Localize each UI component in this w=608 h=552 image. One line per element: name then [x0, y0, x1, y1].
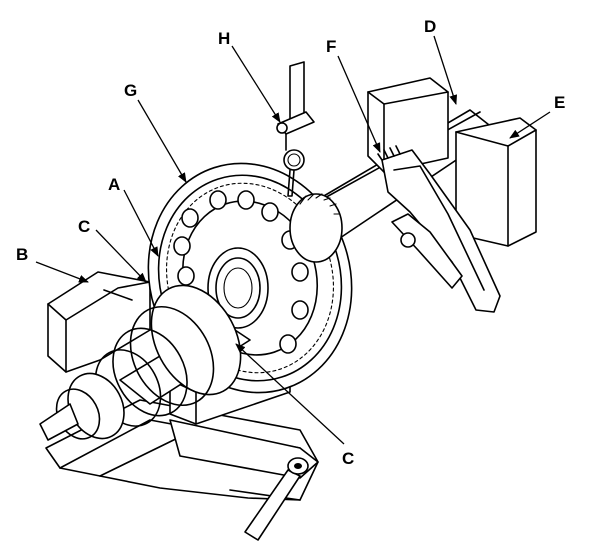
leader-C-left	[95, 229, 147, 283]
leader-H	[231, 45, 281, 123]
callout-labels: A B C C D E F G H	[16, 17, 565, 468]
dial-indicator-H	[276, 61, 315, 197]
callout-F: F	[326, 37, 336, 56]
wrench-F	[377, 145, 501, 313]
leader-F	[337, 55, 381, 153]
callout-E: E	[554, 93, 565, 112]
callout-G: G	[124, 81, 137, 100]
leader-E	[509, 111, 551, 139]
differential-case	[289, 193, 343, 263]
left-axle-shaft	[39, 284, 251, 441]
leader-C-bottom	[235, 343, 345, 445]
callout-C-left: C	[78, 217, 90, 236]
callout-A: A	[108, 175, 120, 194]
ring-gear-bolts	[173, 190, 309, 354]
vise-jaw-B	[47, 271, 151, 373]
callout-B: B	[16, 245, 28, 264]
leader-B	[35, 261, 89, 283]
callout-C-bottom: C	[342, 449, 354, 468]
callout-D: D	[424, 17, 436, 36]
leader-G	[137, 99, 187, 183]
callout-leaders	[35, 35, 551, 445]
vise-handle	[244, 457, 309, 541]
leader-D	[433, 35, 458, 105]
callout-H: H	[218, 29, 230, 48]
leader-A	[123, 189, 159, 257]
